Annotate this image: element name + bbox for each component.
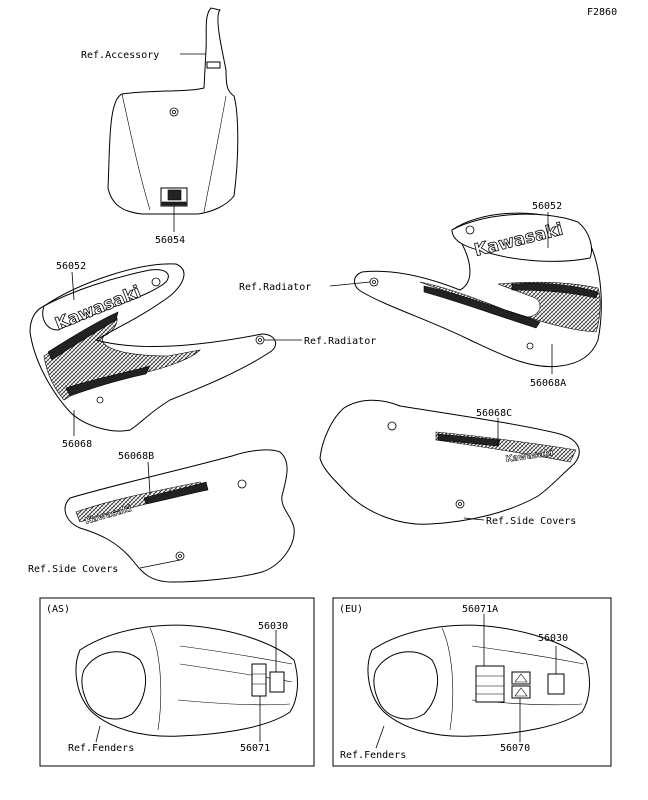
right-radiator-shroud: Kawasaki xyxy=(354,212,602,368)
part-56052-left-label: 56052 xyxy=(56,261,86,272)
right-side-cover: Kawasaki xyxy=(319,399,580,525)
part-56030-eu-label: 56030 xyxy=(538,633,568,644)
eu-box: (EU) 56071A 56030 56070 Ref.Fenders xyxy=(332,597,612,767)
part-56068A-label: 56068A xyxy=(530,378,566,389)
ref-radiator-right-label: Ref.Radiator xyxy=(239,282,311,293)
as-box-label: (AS) xyxy=(46,604,70,615)
ref-fenders-eu-label: Ref.Fenders xyxy=(340,750,406,761)
part-56054-label: 56054 xyxy=(155,235,185,246)
rear-fender-as xyxy=(75,624,298,737)
figure-code: F2860 xyxy=(587,7,617,18)
part-56052-right-label: 56052 xyxy=(532,201,562,212)
as-box: (AS) 56030 56071 Ref.Fenders xyxy=(39,597,315,767)
part-56030-as-label: 56030 xyxy=(258,621,288,632)
eu-box-label: (EU) xyxy=(339,604,363,615)
front-number-plate xyxy=(107,7,239,215)
ref-side-covers-right-label: Ref.Side Covers xyxy=(486,516,576,527)
part-56071A-label: 56071A xyxy=(462,604,498,615)
left-side-cover: Kawasaki xyxy=(64,449,295,583)
part-56068B-label: 56068B xyxy=(118,451,154,462)
part-56071-label: 56071 xyxy=(240,743,270,754)
part-56070-label: 56070 xyxy=(500,743,530,754)
decal-56054 xyxy=(160,187,188,207)
ref-fenders-as-label: Ref.Fenders xyxy=(68,743,134,754)
ref-accessory-label: Ref.Accessory xyxy=(81,50,159,61)
part-56068-label: 56068 xyxy=(62,439,92,450)
rear-fender-eu xyxy=(367,624,590,737)
part-56068C-label: 56068C xyxy=(476,408,512,419)
ref-side-covers-left-label: Ref.Side Covers xyxy=(28,564,118,575)
ref-radiator-left-label: Ref.Radiator xyxy=(304,336,376,347)
